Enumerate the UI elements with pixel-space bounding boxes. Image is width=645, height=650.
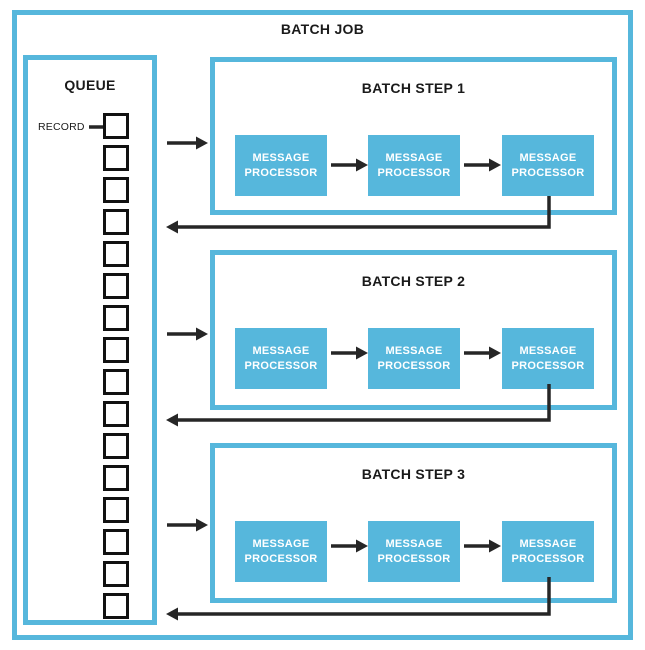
- queue-record-slot: [103, 593, 129, 619]
- batch-step-3-title: BATCH STEP 3: [361, 466, 466, 482]
- batch-step-3-processors: MESSAGE PROCESSOR MESSAGE PROCESSOR MESS…: [215, 521, 612, 582]
- message-processor: MESSAGE PROCESSOR: [502, 328, 594, 389]
- message-processor: MESSAGE PROCESSOR: [235, 135, 327, 196]
- message-processor: MESSAGE PROCESSOR: [235, 521, 327, 582]
- queue-record-slot: [103, 177, 129, 203]
- queue-record-slot: [103, 497, 129, 523]
- queue-record-slot: [103, 401, 129, 427]
- queue-record-slot: [103, 273, 129, 299]
- message-processor: MESSAGE PROCESSOR: [368, 135, 460, 196]
- batch-step-1-container: BATCH STEP 1 MESSAGE PROCESSOR MESSAGE P…: [210, 57, 617, 215]
- batch-step-1-title: BATCH STEP 1: [361, 80, 466, 96]
- queue-record-slot: [103, 369, 129, 395]
- batch-step-3-container: BATCH STEP 3 MESSAGE PROCESSOR MESSAGE P…: [210, 443, 617, 603]
- batch-step-1-processors: MESSAGE PROCESSOR MESSAGE PROCESSOR MESS…: [215, 135, 612, 196]
- queue-record-slot: [103, 113, 129, 139]
- batch-job-title: BATCH JOB: [280, 21, 365, 37]
- batch-step-2-container: BATCH STEP 2 MESSAGE PROCESSOR MESSAGE P…: [210, 250, 617, 410]
- queue-slots: [103, 113, 129, 619]
- queue-record-slot: [103, 433, 129, 459]
- message-processor: MESSAGE PROCESSOR: [235, 328, 327, 389]
- queue-title: QUEUE: [64, 77, 116, 93]
- queue-record-slot: [103, 241, 129, 267]
- message-processor: MESSAGE PROCESSOR: [502, 135, 594, 196]
- queue-record-slot: [103, 465, 129, 491]
- queue-record-slot: [103, 305, 129, 331]
- batch-step-2-title: BATCH STEP 2: [361, 273, 466, 289]
- queue-record-slot: [103, 561, 129, 587]
- batch-job-container: [12, 10, 633, 640]
- batch-step-2-processors: MESSAGE PROCESSOR MESSAGE PROCESSOR MESS…: [215, 328, 612, 389]
- queue-record-slot: [103, 529, 129, 555]
- queue-record-slot: [103, 209, 129, 235]
- message-processor: MESSAGE PROCESSOR: [502, 521, 594, 582]
- message-processor: MESSAGE PROCESSOR: [368, 328, 460, 389]
- record-label: RECORD: [38, 121, 85, 133]
- queue-record-slot: [103, 337, 129, 363]
- message-processor: MESSAGE PROCESSOR: [368, 521, 460, 582]
- queue-container: [23, 55, 157, 625]
- queue-record-slot: [103, 145, 129, 171]
